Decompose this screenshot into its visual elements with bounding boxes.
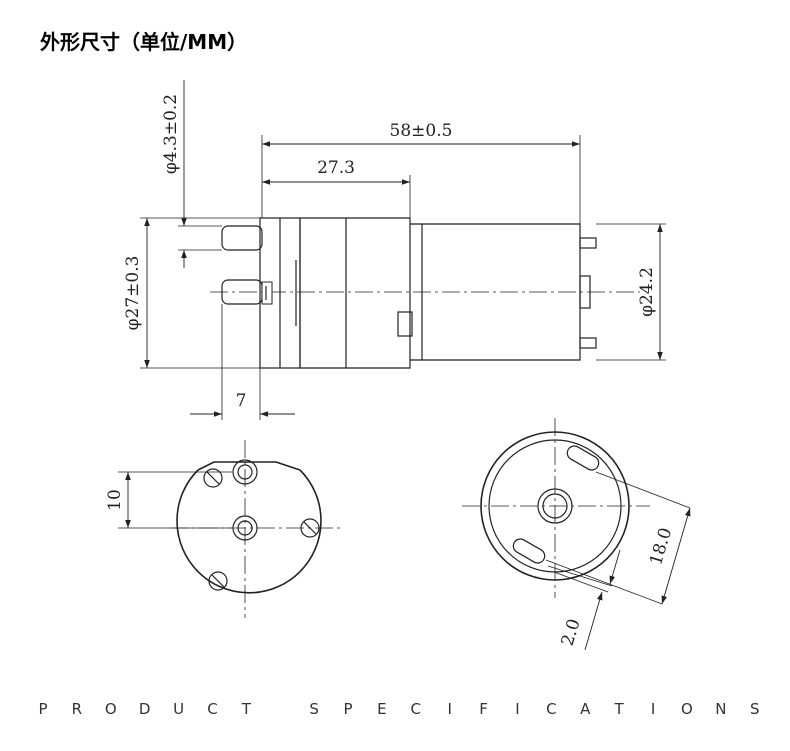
label-pump-diameter: φ27±0.3: [123, 256, 143, 331]
pump-face-outer: [176, 469, 322, 594]
page-title: 外形尺寸（单位/MM）: [40, 30, 248, 54]
side-view: [140, 80, 666, 420]
label-terminal-width: 2.0: [558, 617, 585, 649]
terminal-bottom: [579, 337, 597, 349]
motor-tab: [397, 311, 413, 337]
label-pump-length: 27.3: [317, 158, 355, 178]
screw-icon: [208, 571, 228, 591]
label-nozzle-length: 7: [236, 391, 247, 411]
motor-shaft-boss: [537, 488, 573, 524]
screw-icon: [300, 518, 320, 538]
label-nozzle-diameter: φ4.3±0.2: [161, 94, 181, 174]
label-motor-diameter: φ24.2: [637, 267, 657, 317]
pump-body: [299, 217, 411, 369]
front-view: [118, 440, 340, 618]
label-port-spacing: 10: [105, 489, 125, 511]
rear-view: [462, 418, 691, 651]
nozzle-top: [221, 225, 263, 251]
motor-boss: [579, 275, 591, 309]
screw-icon: [203, 468, 223, 488]
label-terminal-spacing: 18.0: [646, 526, 676, 568]
port-center-outer: [232, 515, 258, 541]
label-overall-length: 58±0.5: [390, 121, 453, 141]
dim-terminal-spacing: [661, 507, 691, 605]
motor-face-outer: [480, 431, 630, 581]
terminal-slot-top: [566, 445, 600, 471]
terminal-top: [579, 237, 597, 249]
terminal-slot-bottom: [512, 538, 546, 564]
port-top-outer: [232, 459, 258, 485]
